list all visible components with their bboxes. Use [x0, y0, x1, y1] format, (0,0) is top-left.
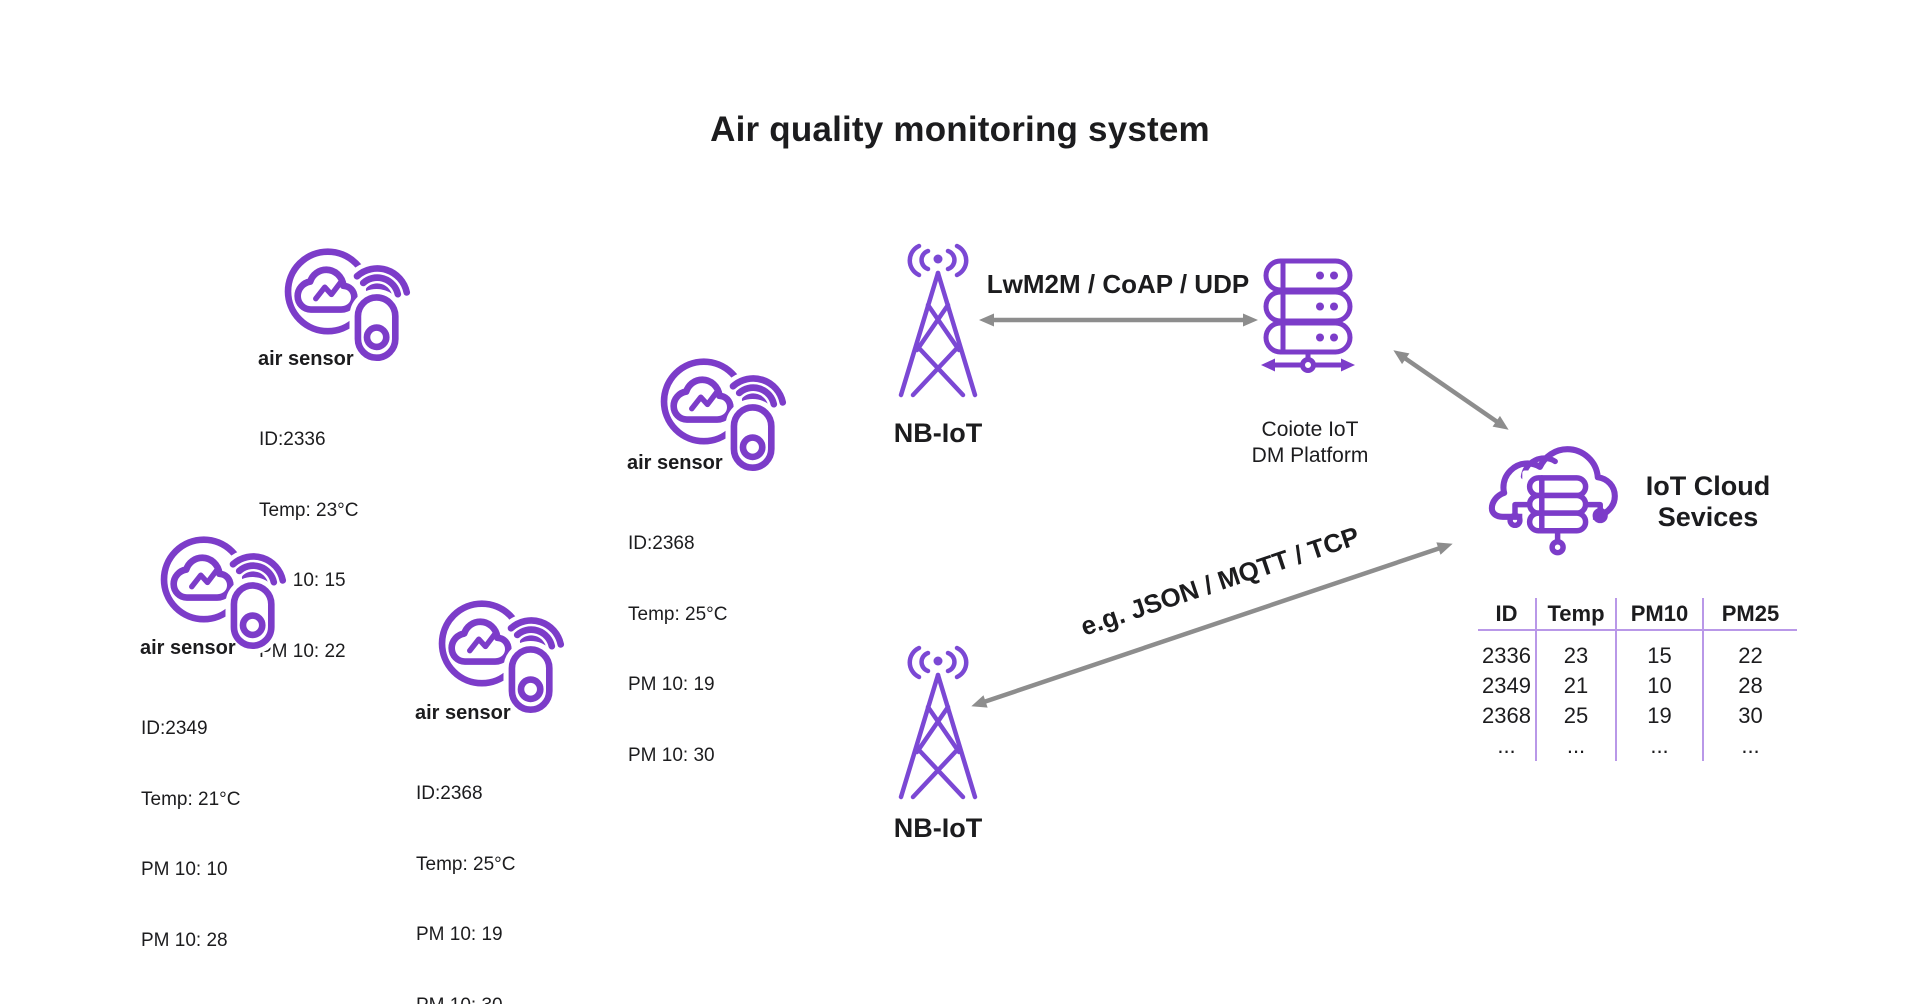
table-header-cell: PM10: [1615, 598, 1702, 631]
nbiot-label: NB-IoT: [893, 418, 983, 448]
sensor-pm25: PM 10: 22: [259, 640, 346, 662]
platform-label: Coiote IoT DM Platform: [1251, 418, 1369, 467]
air-sensor-label: air sensor: [140, 637, 236, 659]
table-cell: 25: [1535, 701, 1615, 731]
double-arrow-horizontal: [979, 313, 1258, 327]
double-arrow-long-diagonal: [971, 542, 1453, 708]
table-header-cell: ID: [1478, 598, 1535, 631]
air-sensor-icon: [284, 248, 415, 365]
air-sensor-icon: [438, 600, 569, 717]
nbiot-label: NB-IoT: [893, 813, 983, 843]
table-cell: 2368: [1482, 703, 1531, 728]
sensor-id: ID:2349: [141, 718, 208, 739]
sensor-pm25: PM 10: 30: [416, 994, 515, 1004]
sensor-id: ID:2368: [416, 783, 483, 804]
table-cell: 23: [1535, 631, 1615, 671]
link-label-lwm2m: LwM2M / CoAP / UDP: [986, 269, 1250, 299]
nbiot-tower-icon: [898, 243, 978, 398]
sensor-pm10: PM 10: 19: [416, 924, 503, 945]
cloud-services-icon: [1488, 446, 1618, 556]
page-title: Air quality monitoring system: [710, 110, 1210, 149]
air-sensor-label: air sensor: [258, 348, 354, 370]
sensor-id: ID:2336: [259, 429, 326, 450]
sensor-readings: ID:2368 Temp: 25°C PM 10: 19 PM 10: 30: [416, 735, 515, 1004]
table-cell: ...: [1497, 733, 1516, 758]
table-cell: 22: [1702, 631, 1797, 671]
table-cell: 19: [1615, 701, 1702, 731]
sensor-pm25: PM 10: 30: [628, 744, 715, 766]
table-cell: ...: [1615, 731, 1702, 761]
table-cell: 21: [1535, 671, 1615, 701]
double-arrow-diagonal: [1393, 350, 1509, 430]
sensor-id: ID:2368: [628, 533, 695, 554]
sensor-temp: Temp: 25°C: [628, 603, 728, 625]
table-cell: 30: [1702, 701, 1797, 731]
sensor-temp: Temp: 25°C: [416, 853, 516, 875]
server-stack-icon: [1261, 258, 1355, 373]
air-sensor-label: air sensor: [627, 452, 723, 474]
table-cell: ...: [1535, 731, 1615, 761]
air-sensor-icon: [160, 536, 291, 653]
sensor-data-table: ID Temp PM10 PM25 2336 23 15 22 2349 21 …: [1478, 598, 1797, 761]
table-cell: 15: [1615, 631, 1702, 671]
sensor-pm25: PM 10: 28: [141, 929, 228, 951]
sensor-readings: ID:2349 Temp: 21°C PM 10: 10 PM 10: 28: [141, 670, 240, 999]
table-header-cell: PM25: [1702, 598, 1797, 631]
nbiot-tower-icon: [898, 645, 978, 800]
cloud-services-label: IoT Cloud Sevices: [1645, 471, 1771, 532]
sensor-pm10: PM 10: 19: [628, 674, 715, 695]
sensor-readings: ID:2368 Temp: 25°C PM 10: 19 PM 10: 30: [628, 485, 727, 814]
sensor-temp: Temp: 23°C: [259, 499, 359, 521]
table-cell: ...: [1702, 731, 1797, 761]
table-header-cell: Temp: [1535, 598, 1615, 631]
table-cell: 2349: [1482, 673, 1531, 698]
table-cell: 28: [1702, 671, 1797, 701]
air-sensor-label: air sensor: [415, 702, 511, 724]
sensor-temp: Temp: 21°C: [141, 788, 241, 810]
air-sensor-icon: [660, 358, 791, 475]
table-cell: 2336: [1482, 643, 1531, 668]
table-cell: 10: [1615, 671, 1702, 701]
sensor-pm10: PM 10: 10: [141, 859, 228, 880]
